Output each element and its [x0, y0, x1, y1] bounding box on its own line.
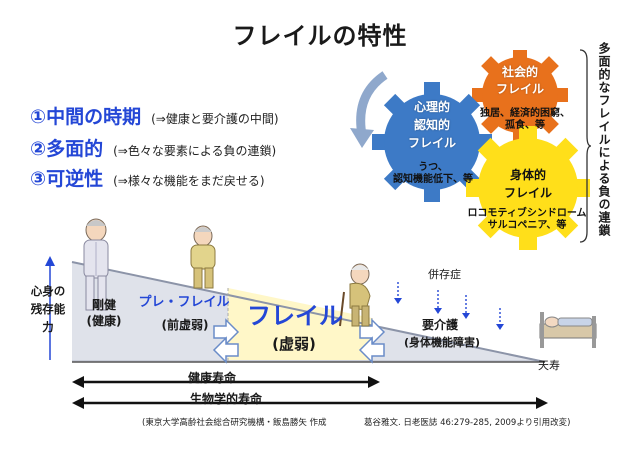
- frail-elder-icon: [339, 263, 371, 327]
- frail-zone: [228, 288, 372, 360]
- stage-frail-sub: (虚弱): [272, 335, 316, 353]
- property-note: (⇒様々な機能をまだ戻せる): [113, 174, 265, 188]
- property-note: (⇒色々な要素による負の連鎖): [113, 144, 277, 158]
- stage-prefrail-sub: (前虚弱): [161, 318, 209, 332]
- property-multifaceted: ②多面的 (⇒色々な要素による負の連鎖): [30, 134, 276, 161]
- property-reversible: ③可逆性 (⇒様々な機能をまだ戻せる): [30, 164, 265, 191]
- property-note: (⇒健康と要介護の中間): [151, 112, 279, 126]
- side-caption: 多面的なフレイルによる負の連鎖: [597, 42, 611, 237]
- credit-right: 葛谷雅文. 日老医誌 46:279-285, 2009より引用改変): [364, 418, 571, 428]
- healthy-elder-icon: [83, 218, 109, 311]
- physical-gear-sub: ロコモティブシンドローム サルコペニア、等: [467, 208, 587, 231]
- physical-gear: [466, 126, 590, 250]
- psych-gear-sub: うつ、 認知機能低下、等: [393, 162, 473, 185]
- comorbidity-arrows: [397, 282, 501, 326]
- prefrail-elder-icon: [190, 225, 216, 289]
- property-intermediate: ①中間の時期 (⇒健康と要介護の中間): [30, 102, 279, 129]
- healthy-lifespan-label: 健康寿命: [188, 371, 237, 385]
- page-title: フレイルの特性: [232, 22, 408, 50]
- death-label: 天寿: [538, 359, 560, 372]
- stage-frail: フレイル: [247, 302, 343, 330]
- decline-line: [71, 261, 546, 363]
- comorbidity-label: 併存症: [428, 268, 461, 281]
- stage-prefrail: プレ・フレイル: [138, 295, 230, 310]
- property-label: ③可逆性: [30, 168, 104, 190]
- y-axis-label: 心身の残存能力: [30, 284, 66, 334]
- property-label: ②多面的: [30, 138, 104, 160]
- side-bracket: [579, 49, 592, 243]
- credit-left: (東京大学高齢社会総合研究機構・飯島勝矢 作成: [142, 418, 327, 428]
- psych-gear: [372, 82, 492, 202]
- bed-icon: [539, 312, 597, 348]
- cycle-arrow-head: [350, 128, 374, 148]
- psych-gear-title: 心理的 認知的 フレイル: [407, 100, 456, 150]
- stage-care: 要介護: [421, 318, 458, 332]
- reversible-arrows-left: [212, 318, 240, 364]
- stage-care-sub: (身体機能障害): [403, 336, 481, 349]
- decline-diagram: [45, 256, 597, 409]
- cycle-arrow: [356, 71, 388, 136]
- social-gear-sub: 独居、経済的困窮、 孤食、等: [480, 108, 570, 131]
- gears-diagram: [350, 50, 590, 250]
- healthy-lifespan-arrow: [72, 376, 380, 388]
- property-label: ①中間の時期: [30, 106, 142, 128]
- physical-gear-title: 身体的 フレイル: [503, 168, 552, 200]
- y-axis-head: [45, 256, 55, 266]
- stage-robust: 剛健 (健康): [86, 298, 122, 328]
- biological-lifespan-label: 生物学的寿命: [190, 392, 263, 406]
- social-gear-title: 社会的 フレイル: [495, 65, 544, 96]
- biological-lifespan-arrow: [72, 397, 548, 409]
